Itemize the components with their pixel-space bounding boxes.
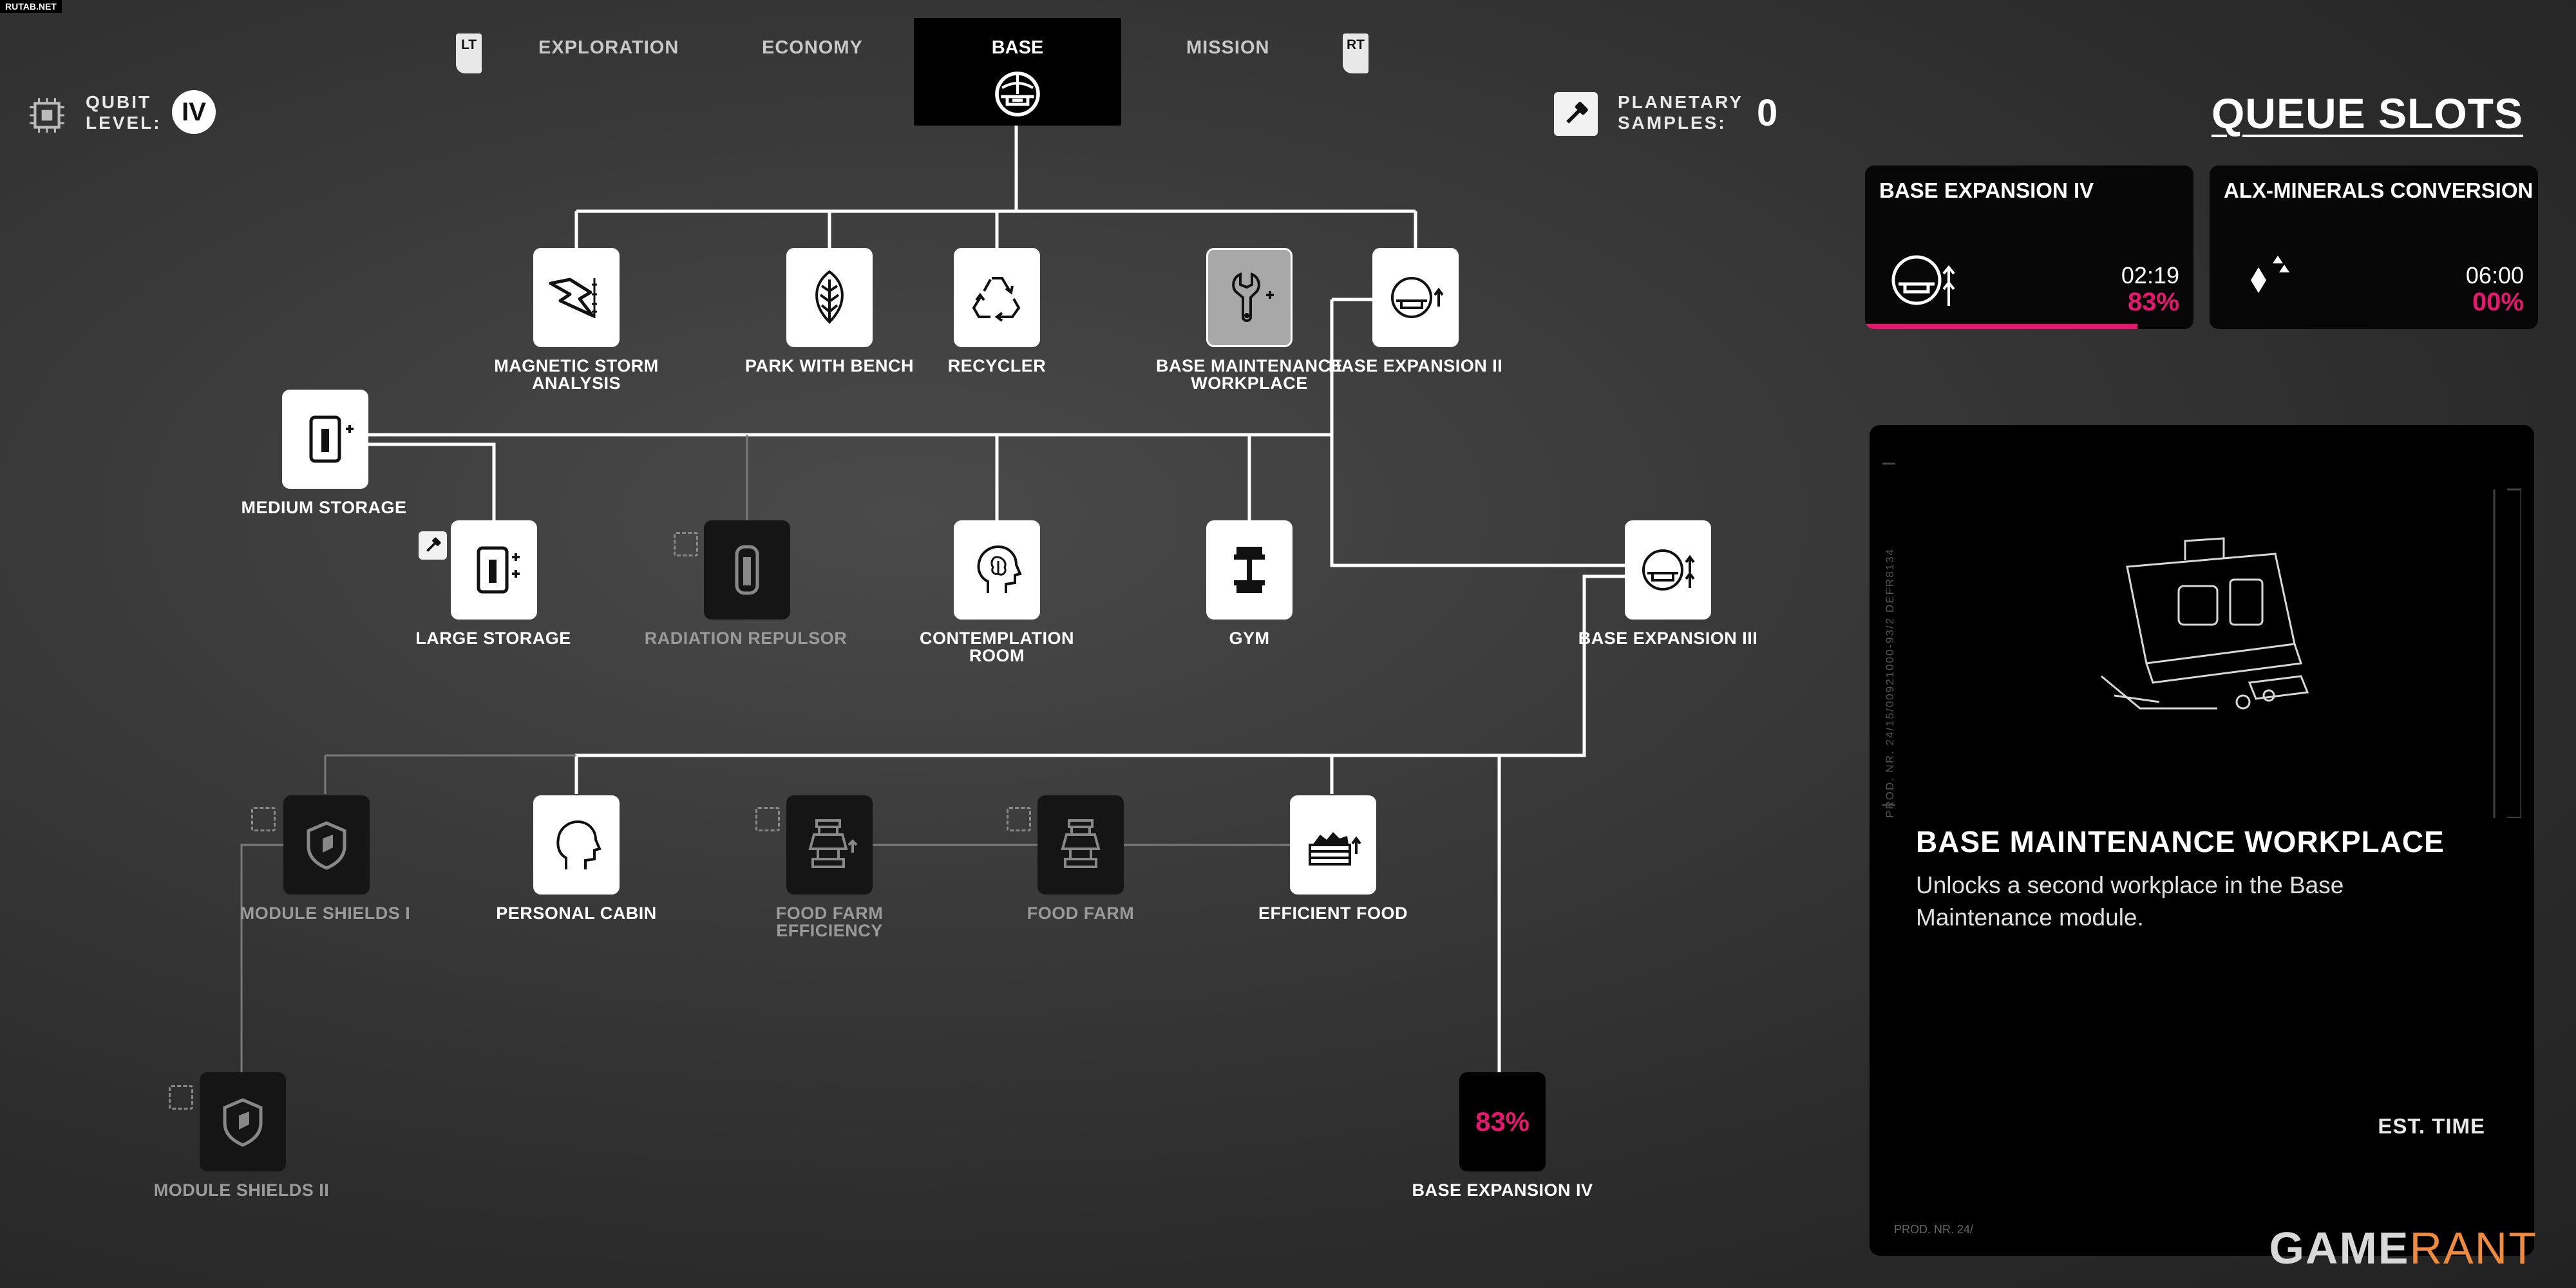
detail-description: Unlocks a second workplace in the Base M… [1916,872,2344,931]
locked-checkbox [251,807,276,831]
node-label: PERSONAL CABIN [496,904,657,923]
queue-slot-time: 02:19 [2121,262,2179,289]
gamerant-logo: GAMERANT [2269,1223,2537,1273]
node-label: BASE EXPANSION III [1578,629,1758,648]
base-expansion-icon [1642,549,1695,591]
queue-slot-progress-bar [1865,324,2138,329]
queue-slot-1[interactable]: BASE EXPANSION IV 02:19 83% [1865,166,2193,329]
node-large-storage[interactable] [451,520,537,620]
tab-base[interactable]: BASE [914,18,1121,126]
node-label: FOOD FARM [1027,904,1135,923]
wrench-icon [1232,272,1274,322]
node-module-shields-i[interactable] [283,795,370,895]
locked-checkbox [169,1085,193,1110]
queue-slot-percent: 83% [2127,288,2179,316]
sample-tool-icon [1554,92,1598,136]
magnetic-storm-icon [549,278,597,318]
queue-slot-2[interactable]: ALX-MINERALS CONVERSION 06:00 00% [2210,166,2538,329]
node-base-expansion-ii[interactable] [1372,248,1459,347]
storage-icon [309,415,354,463]
node-magnetic-storm-analysis[interactable] [533,248,620,347]
node-gym[interactable] [1206,520,1293,620]
head-brain-icon [977,545,1022,593]
node-label: BASE EXPANSION IV [1412,1180,1593,1200]
maintenance-toolbox-illustration [2101,537,2309,710]
node-label: EFFICIENT FOOD [1258,904,1408,923]
leaf-icon [815,270,844,324]
node-label: PARK WITH BENCH [745,356,914,375]
storage-icon [477,546,520,594]
node-label: CONTEMPLATION ROOM [920,629,1074,665]
node-label: MODULE SHIELDS II [153,1180,330,1200]
node-base-expansion-iv[interactable]: 83% [1459,1072,1546,1171]
head-icon [556,820,601,869]
queue-slot-percent: 00% [2472,288,2524,316]
node-base-expansion-iii[interactable] [1625,520,1711,620]
node-label: LARGE STORAGE [415,629,571,648]
detail-title: BASE MAINTENANCE WORKPLACE [1916,825,2445,858]
node-contemplation-room[interactable] [954,520,1040,620]
node-personal-cabin[interactable] [533,795,620,895]
minerals-icon [2251,256,2289,293]
node-label: MEDIUM STORAGE [241,498,407,517]
detail-panel: PROD. NR. 24/15/00921000-93/2 DEFR8134 B… [1870,425,2534,1256]
base-expansion-icon [1891,255,1955,306]
node-label: RADIATION REPULSOR [644,629,848,648]
queue-slot-name: BASE EXPANSION IV [1879,178,2094,202]
tab-exploration[interactable]: EXPLORATION [538,37,679,58]
node-park-with-bench[interactable] [786,248,873,347]
food-crate-icon [1309,832,1361,866]
tab-economy[interactable]: ECONOMY [762,37,863,58]
node-recycler[interactable] [954,248,1040,347]
node-progress-percent: 83% [1475,1106,1530,1137]
base-expansion-icon [1391,277,1444,318]
food-farm-icon [1061,819,1101,868]
node-food-farm-efficiency[interactable] [786,795,873,895]
node-label: MAGNETIC STORM ANALYSIS [494,356,659,393]
tab-mission[interactable]: MISSION [1186,37,1270,58]
shield-icon [307,821,346,870]
detail-frame [1882,462,2521,818]
est-time-label: EST. TIME [2378,1114,2485,1138]
node-efficient-food[interactable] [1290,795,1376,895]
queue-slot-time: 06:00 [2465,262,2524,289]
node-radiation-repulsor[interactable] [704,520,790,620]
food-farm-icon [808,819,858,868]
recycle-icon [972,277,1021,322]
node-medium-storage[interactable] [282,390,368,489]
node-label: BASE MAINTENANCE WORKPLACE [1155,356,1343,393]
rt-button[interactable]: RT [1343,33,1368,73]
chip-icon [30,98,64,133]
tab-base-label: BASE [991,37,1044,58]
node-label: GYM [1229,629,1270,648]
node-label: FOOD FARM EFFICIENCY [775,904,884,940]
locked-checkbox [1007,807,1031,831]
node-module-shields-ii[interactable] [200,1072,286,1171]
shield-icon [223,1098,263,1147]
node-food-farm[interactable] [1037,795,1124,895]
dumbbell-icon [1234,547,1265,593]
planetary-samples-count: 0 [1757,92,1778,134]
node-base-maintenance-workplace[interactable] [1206,248,1293,347]
node-label: MODULE SHIELDS I [240,904,411,923]
node-label: BASE EXPANSION II [1328,356,1503,375]
node-label: RECYCLER [947,356,1046,375]
base-dome-icon [995,71,1040,117]
qubit-level-badge: IV [172,90,216,134]
locked-checkbox [755,807,780,831]
edit-tool-icon[interactable] [419,531,447,560]
queue-slots-title: QUEUE SLOTS [2211,90,2523,137]
site-watermark: RUTAB.NET [0,0,62,13]
detail-prod-code: PROD. NR. 24/ [1894,1223,1974,1236]
lt-button[interactable]: LT [456,33,482,73]
radiation-repulsor-icon [735,545,759,595]
queue-slot-name: ALX-MINERALS CONVERSION [2224,178,2533,202]
locked-checkbox [674,532,698,556]
